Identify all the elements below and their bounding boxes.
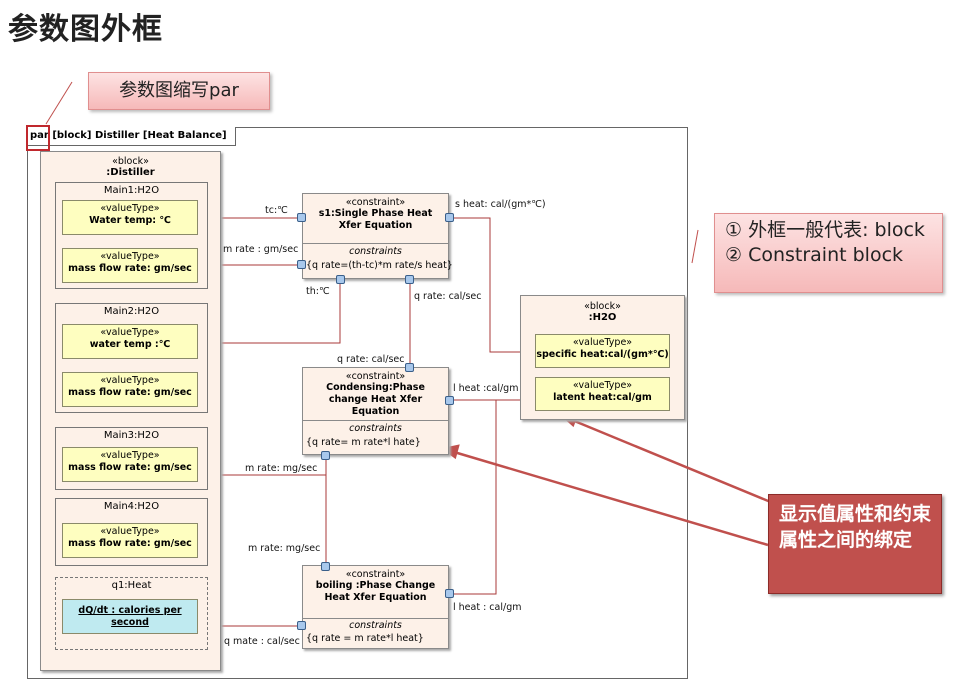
frame-kind: par bbox=[30, 130, 49, 141]
port-s-heat[interactable] bbox=[445, 213, 454, 222]
constraint-stereotype: «constraint» bbox=[345, 197, 406, 208]
port-q-mate[interactable] bbox=[297, 621, 306, 630]
binding-arrow-to-constraint bbox=[453, 450, 769, 547]
constraint-name: boiling :Phase Change Heat Xfer Equation bbox=[315, 580, 436, 603]
distiller-name: :Distiller bbox=[106, 167, 155, 178]
part-main2-title: Main2:H2O bbox=[103, 306, 160, 317]
note-item-1: ① 外框一般代表: block bbox=[725, 219, 925, 241]
part-main3-title: Main3:H2O bbox=[103, 430, 160, 441]
value-name: mass flow rate: gm/sec bbox=[68, 462, 192, 473]
value-specific-heat: «valueType» specific heat:cal/(gm*℃) bbox=[535, 334, 670, 368]
label-q-rate-s1: q rate: cal/sec bbox=[414, 291, 482, 302]
frame-meaning-note: ① 外框一般代表: block ② Constraint block bbox=[714, 213, 943, 293]
constraint-section: constraints bbox=[349, 423, 402, 434]
distiller-stereotype: «block» bbox=[112, 156, 149, 167]
abbreviation-callout: 参数图缩写par bbox=[88, 72, 270, 110]
frame-header-text: [block] Distiller [Heat Balance] bbox=[52, 130, 227, 141]
value-stereotype: «valueType» bbox=[572, 380, 633, 391]
value-name: specific heat:cal/(gm*℃) bbox=[536, 349, 669, 360]
constraint-boiling: «constraint» boiling :Phase Change Heat … bbox=[302, 565, 449, 649]
connector-th bbox=[197, 279, 341, 344]
value-name: water temp :℃ bbox=[89, 339, 171, 350]
value-heat-rate: dQ/dt : calories per second bbox=[62, 599, 198, 634]
value-main3-mass-flow: «valueType» mass flow rate: gm/sec bbox=[62, 447, 198, 482]
label-q-rate-cond: q rate: cal/sec bbox=[337, 354, 405, 365]
value-name: mass flow rate: gm/sec bbox=[68, 263, 192, 274]
constraint-name: s1:Single Phase Heat Xfer Equation bbox=[318, 208, 433, 231]
port-tc[interactable] bbox=[297, 213, 306, 222]
port-m-rate-s1[interactable] bbox=[297, 260, 306, 269]
note-item-2: ② Constraint block bbox=[725, 244, 904, 266]
binding-note: 显示值属性和约束属性之间的绑定 bbox=[768, 494, 942, 594]
part-main1-title: Main1:H2O bbox=[103, 185, 160, 196]
abbreviation-callout-text: 参数图缩写par bbox=[119, 80, 239, 101]
port-l-heat-boil[interactable] bbox=[445, 589, 454, 598]
binding-note-text: 显示值属性和约束属性之间的绑定 bbox=[779, 503, 932, 551]
constraint-section: constraints bbox=[349, 246, 402, 257]
constraint-stereotype: «constraint» bbox=[345, 371, 406, 382]
port-m-rate-boil[interactable] bbox=[321, 562, 330, 571]
value-name: mass flow rate: gm/sec bbox=[68, 387, 192, 398]
value-name: latent heat:cal/gm bbox=[553, 392, 652, 403]
port-q-rate-cond[interactable] bbox=[405, 363, 414, 372]
value-name: dQ/dt : calories per second bbox=[78, 605, 182, 628]
constraint-condensing: «constraint» Condensing:Phase change Hea… bbox=[302, 367, 449, 455]
constraint-section: constraints bbox=[349, 620, 402, 631]
value-stereotype: «valueType» bbox=[100, 450, 160, 461]
value-latent-heat: «valueType» latent heat:cal/gm bbox=[535, 377, 670, 411]
value-main2-water-temp: «valueType» water temp :℃ bbox=[62, 324, 198, 359]
port-l-heat-cond[interactable] bbox=[445, 396, 454, 405]
constraint-s1: «constraint» s1:Single Phase Heat Xfer E… bbox=[302, 193, 453, 279]
value-name: Water temp: ℃ bbox=[89, 215, 171, 226]
connector-s-heat bbox=[449, 217, 535, 353]
value-stereotype: «valueType» bbox=[100, 327, 160, 338]
label-s-heat: s heat: cal/(gm*℃) bbox=[455, 199, 546, 210]
value-stereotype: «valueType» bbox=[100, 526, 160, 537]
abbrev-pointer bbox=[45, 81, 73, 125]
constraint-name: Condensing:Phase change Heat Xfer Equati… bbox=[326, 382, 425, 417]
note-pointer bbox=[691, 229, 699, 264]
label-l-heat-cond: l heat :cal/gm bbox=[453, 383, 519, 394]
connector-l-heat-boil bbox=[449, 400, 497, 595]
label-l-heat-boil: l heat : cal/gm bbox=[453, 602, 522, 613]
port-m-rate-cond[interactable] bbox=[321, 451, 330, 460]
label-m-rate-boil: m rate: mg/sec bbox=[248, 543, 321, 554]
h2o-stereotype: «block» bbox=[584, 301, 621, 312]
frame-header: par [block] Distiller [Heat Balance] bbox=[27, 127, 236, 146]
value-name: mass flow rate: gm/sec bbox=[68, 538, 192, 549]
label-q-mate: q mate : cal/sec bbox=[224, 636, 300, 647]
value-stereotype: «valueType» bbox=[100, 375, 160, 386]
value-main2-mass-flow: «valueType» mass flow rate: gm/sec bbox=[62, 372, 198, 407]
port-q-rate-s1[interactable] bbox=[405, 275, 414, 284]
binding-arrow-to-h2o bbox=[571, 418, 791, 512]
label-th: th:℃ bbox=[306, 286, 330, 297]
label-m-rate-cond: m rate: mg/sec bbox=[245, 463, 318, 474]
value-stereotype: «valueType» bbox=[572, 337, 633, 348]
h2o-name: :H2O bbox=[588, 312, 617, 323]
value-main1-mass-flow: «valueType» mass flow rate: gm/sec bbox=[62, 248, 198, 283]
value-stereotype: «valueType» bbox=[100, 251, 160, 262]
part-q1-heat-title: q1:Heat bbox=[111, 580, 152, 591]
value-main1-water-temp: «valueType» Water temp: ℃ bbox=[62, 200, 198, 235]
label-tc: tc:℃ bbox=[265, 205, 288, 216]
page-title: 参数图外框 bbox=[8, 12, 163, 47]
constraint-expression: {q rate = m rate*l heat} bbox=[306, 633, 424, 644]
label-m-rate-s1: m rate : gm/sec bbox=[223, 244, 299, 255]
port-th[interactable] bbox=[336, 275, 345, 284]
constraint-stereotype: «constraint» bbox=[345, 569, 406, 580]
constraint-expression: {q rate=(th-tc)*m rate/s heat} bbox=[306, 260, 453, 271]
value-stereotype: «valueType» bbox=[100, 203, 160, 214]
part-main4-title: Main4:H2O bbox=[103, 501, 160, 512]
constraint-expression: {q rate= m rate*l hate} bbox=[306, 437, 421, 448]
value-main4-mass-flow: «valueType» mass flow rate: gm/sec bbox=[62, 523, 198, 558]
frame-kind-highlight bbox=[26, 125, 50, 151]
